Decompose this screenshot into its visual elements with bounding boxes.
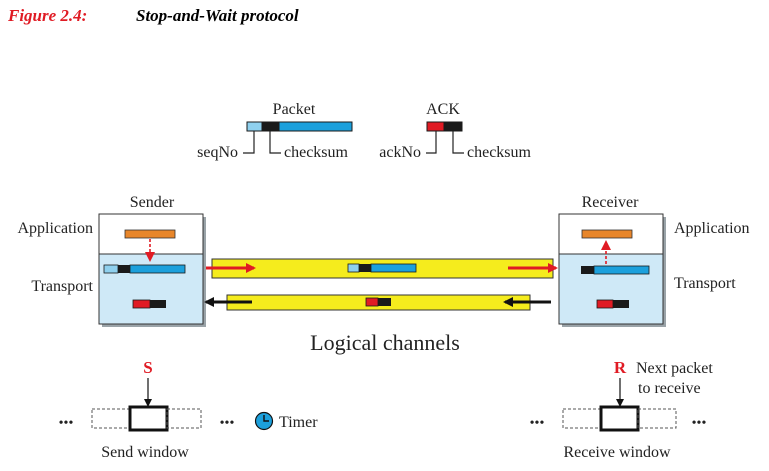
send-window-slot-left — [91, 408, 131, 429]
timer-label: Timer — [279, 414, 318, 431]
seqno-leader-line — [243, 131, 255, 154]
sender-app-message — [124, 229, 176, 239]
send-window: S ••• ••• Timer Send window — [59, 358, 319, 461]
sender-transport-label: Transport — [31, 278, 93, 295]
sender-packet-data — [129, 264, 186, 274]
packet-seqno-field — [246, 121, 263, 132]
receiver-packet-checksum — [581, 266, 594, 274]
receiver-app-message — [581, 229, 633, 239]
logical-channels-caption: Logical channels — [310, 330, 460, 355]
send-dots-right: ••• — [220, 416, 235, 431]
channel-packet-checksum — [359, 264, 371, 272]
sender-ack-checksum — [150, 300, 166, 308]
figure-number: Figure 2.4: — [8, 6, 88, 25]
packet-label: Packet — [273, 101, 316, 118]
send-dots-left: ••• — [59, 416, 74, 431]
ackno-label: ackNo — [379, 144, 421, 161]
receive-window-slot-right — [637, 408, 677, 429]
ack-legend: ACK ackNo checksum — [379, 101, 531, 161]
send-pointer-letter: S — [143, 358, 152, 377]
receiver-application-label: Application — [674, 220, 750, 237]
ack-checksum-field — [443, 121, 463, 132]
ack-checksum-label: checksum — [467, 144, 532, 161]
send-window-slot-current — [128, 405, 169, 432]
ackno-leader-line — [426, 131, 437, 154]
sender-packet-checksum — [118, 265, 130, 273]
sender-transport-layer — [98, 253, 204, 325]
sender-title: Sender — [130, 194, 175, 211]
receiver-title: Receiver — [582, 194, 640, 211]
receive-pointer-note-line2: to receive — [638, 380, 701, 397]
send-window-caption: Send window — [101, 444, 189, 461]
receiver-ack-checksum — [613, 300, 629, 308]
channel-packet-seq — [347, 263, 360, 273]
receiver-ack-ackno — [596, 299, 614, 309]
timer-hand — [263, 415, 269, 422]
receive-window-slot-current — [599, 405, 640, 432]
ack-label: ACK — [426, 101, 460, 118]
receiver-transport-label: Transport — [674, 275, 736, 292]
receiver-transport-layer — [558, 253, 664, 325]
forward-channel — [206, 258, 558, 279]
packet-checksum-label: checksum — [284, 144, 349, 161]
ack-ackno-field — [426, 121, 445, 132]
channel-packet-data — [370, 263, 417, 273]
receiver-node: Receiver Application Transport — [558, 194, 750, 327]
reverse-channel — [204, 294, 551, 311]
receiver-packet-data — [593, 265, 650, 275]
sender-ack-ackno — [132, 299, 151, 309]
seqno-label: seqNo — [197, 144, 238, 161]
packet-data-field — [278, 121, 353, 132]
send-window-slot-right — [166, 408, 202, 429]
receive-window-slot-left — [562, 408, 602, 429]
ack-checksum-leader-line — [452, 131, 464, 154]
receive-pointer-note-line1: Next packet — [636, 360, 713, 377]
sender-node: Sender Application Transport — [17, 194, 206, 327]
channel-ack-ackno — [365, 297, 379, 307]
receive-pointer-letter: R — [614, 358, 627, 377]
receive-window-caption: Receive window — [563, 444, 671, 461]
sender-packet-seq — [103, 264, 119, 274]
packet-checksum-field — [261, 121, 280, 132]
receive-dots-left: ••• — [530, 416, 545, 431]
receive-dots-right: ••• — [692, 416, 707, 431]
receive-window: R Next packet to receive ••• ••• Receive… — [530, 358, 714, 461]
packet-legend: Packet seqNo checksum — [197, 101, 353, 161]
channel-ack-checksum — [378, 298, 391, 306]
figure-title: Stop-and-Wait protocol — [136, 6, 299, 25]
sender-application-label: Application — [17, 220, 93, 237]
packet-checksum-leader-line — [269, 131, 281, 154]
